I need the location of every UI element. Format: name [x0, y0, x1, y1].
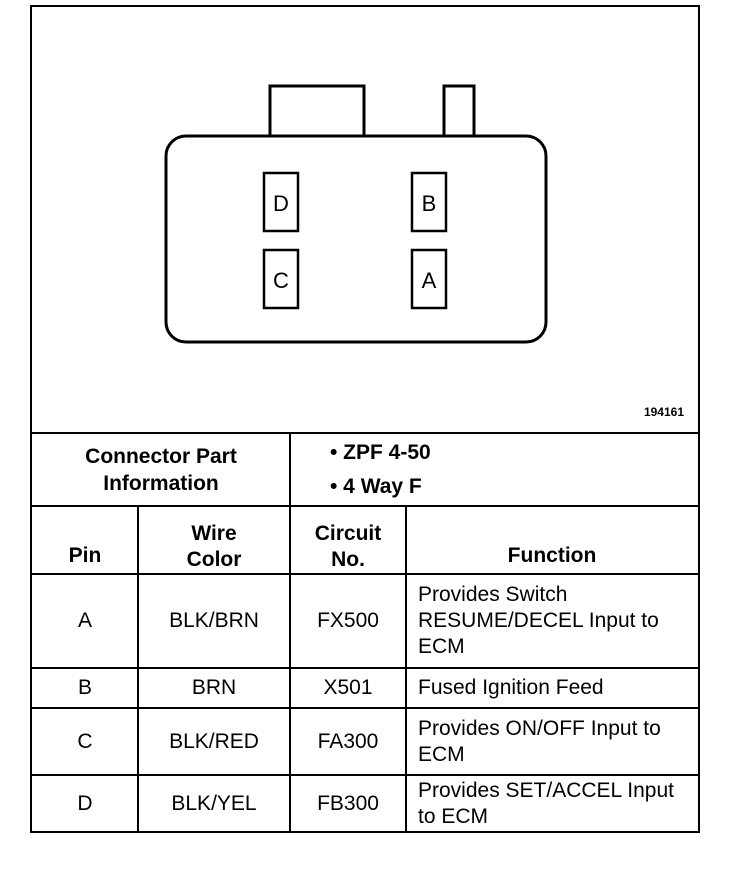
table-cell-pin: D — [32, 774, 138, 831]
part-info-item: • 4 Way F — [330, 474, 422, 498]
figure-id: 194161 — [643, 405, 684, 419]
header-function: Function — [406, 505, 698, 573]
table-divider — [289, 505, 291, 831]
table-cell-function: Provides Switch RESUME/DECEL Input to EC… — [406, 573, 698, 667]
connector-body — [164, 134, 548, 344]
pin-cavity-a — [410, 248, 448, 310]
header-pin: Pin — [32, 505, 138, 573]
part-info-values: • ZPF 4-50 • 4 Way F — [290, 432, 698, 505]
table-cell-function: Provides ON/OFF Input to ECM — [406, 707, 698, 774]
table-divider — [137, 505, 139, 831]
table-cell-circuit: FB300 — [290, 774, 406, 831]
connector-figure: D C B A 194161 Connector Part Informatio… — [30, 5, 700, 833]
pin-label-d: D — [273, 191, 289, 216]
table-divider — [405, 505, 407, 831]
table-cell-circuit: X501 — [290, 667, 406, 707]
pin-cavity-c — [262, 248, 300, 310]
pin-label-b: B — [422, 191, 437, 216]
table-cell-pin: A — [32, 573, 138, 667]
table-cell-pin: B — [32, 667, 138, 707]
table-cell-wire-color: BLK/RED — [138, 707, 290, 774]
connector-table: Connector Part Information • ZPF 4-50 • … — [32, 432, 698, 831]
table-cell-function: Fused Ignition Feed — [406, 667, 698, 707]
connector-latch-left — [268, 84, 366, 140]
header-wire-color: Wire Color — [138, 505, 290, 573]
table-cell-pin: C — [32, 707, 138, 774]
table-cell-function: Provides SET/ACCEL Input to ECM — [406, 774, 698, 831]
table-cell-wire-color: BRN — [138, 667, 290, 707]
connector-drawing: D C B A — [164, 84, 548, 344]
pin-label-c: C — [273, 268, 289, 293]
table-cell-circuit: FX500 — [290, 573, 406, 667]
part-info-item: • ZPF 4-50 — [330, 440, 431, 464]
part-info-label: Connector Part Information — [32, 432, 290, 505]
connector-diagram: D C B A 194161 — [32, 7, 698, 432]
table-cell-wire-color: BLK/BRN — [138, 573, 290, 667]
table-cell-wire-color: BLK/YEL — [138, 774, 290, 831]
table-divider — [289, 432, 291, 505]
table-cell-circuit: FA300 — [290, 707, 406, 774]
pin-cavity-d — [262, 171, 300, 233]
connector-latch-right — [442, 84, 476, 140]
pin-label-a: A — [422, 268, 437, 293]
pin-cavity-b — [410, 171, 448, 233]
header-circuit-no: Circuit No. — [290, 505, 406, 573]
